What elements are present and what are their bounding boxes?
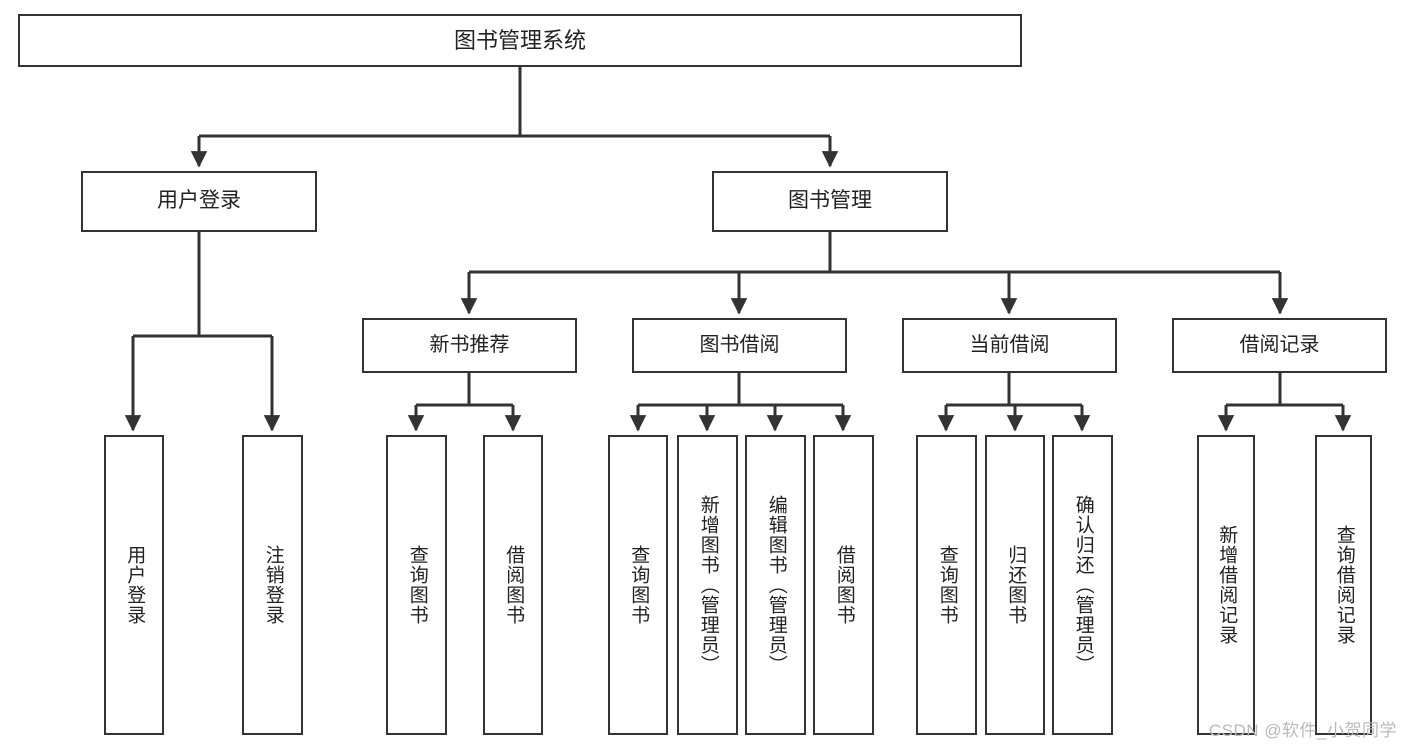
leaf-borrow-query-book-label: 查询图书 <box>628 545 650 625</box>
leaf-borrow-book-label: 借阅图书 <box>833 545 855 625</box>
leaf-user-login-label: 用户登录 <box>124 545 146 625</box>
node-book-management-label: 图书管理 <box>788 189 872 213</box>
leaf-add-borrow-record[interactable]: 新增借阅记录 <box>1197 435 1255 735</box>
leaf-return-book[interactable]: 归还图书 <box>985 435 1045 735</box>
node-book-management[interactable]: 图书管理 <box>712 171 948 232</box>
node-root-label: 图书管理系统 <box>453 27 586 53</box>
leaf-current-query-book[interactable]: 查询图书 <box>916 435 977 735</box>
node-current-borrow[interactable]: 当前借阅 <box>902 318 1117 373</box>
leaf-borrow-query-book[interactable]: 查询图书 <box>608 435 668 735</box>
leaf-return-book-label: 归还图书 <box>1005 545 1027 625</box>
leaf-confirm-return-admin[interactable]: 确认归还（管理员） <box>1052 435 1113 735</box>
node-user-login-label: 用户登录 <box>157 189 241 213</box>
leaf-logout[interactable]: 注销登录 <box>242 435 303 735</box>
leaf-confirm-return-admin-label: 确认归还（管理员） <box>1072 495 1094 675</box>
node-current-borrow-label: 当前借阅 <box>969 333 1050 356</box>
node-book-borrow[interactable]: 图书借阅 <box>632 318 847 373</box>
leaf-edit-book-admin-label: 编辑图书（管理员） <box>765 495 787 675</box>
leaf-current-query-book-label: 查询图书 <box>936 545 958 625</box>
leaf-query-borrow-record[interactable]: 查询借阅记录 <box>1315 435 1372 735</box>
leaf-add-book-admin[interactable]: 新增图书（管理员） <box>677 435 738 735</box>
leaf-user-login[interactable]: 用户登录 <box>104 435 164 735</box>
watermark: CSDN @软件_小贺同学 <box>1208 721 1397 740</box>
node-borrow-record-label: 借阅记录 <box>1239 333 1320 356</box>
leaf-recommend-borrow-book[interactable]: 借阅图书 <box>483 435 543 735</box>
leaf-add-book-admin-label: 新增图书（管理员） <box>697 495 719 675</box>
leaf-logout-label: 注销登录 <box>262 545 284 625</box>
node-new-book-recommend-label: 新书推荐 <box>429 333 510 356</box>
leaf-edit-book-admin[interactable]: 编辑图书（管理员） <box>745 435 806 735</box>
node-book-borrow-label: 图书借阅 <box>699 333 780 356</box>
leaf-query-borrow-record-label: 查询借阅记录 <box>1333 525 1355 645</box>
leaf-recommend-query-book[interactable]: 查询图书 <box>386 435 447 735</box>
leaf-recommend-borrow-book-label: 借阅图书 <box>503 545 525 625</box>
node-new-book-recommend[interactable]: 新书推荐 <box>362 318 577 373</box>
node-root[interactable]: 图书管理系统 <box>18 14 1022 67</box>
node-user-login[interactable]: 用户登录 <box>81 171 317 232</box>
leaf-recommend-query-book-label: 查询图书 <box>406 545 428 625</box>
leaf-add-borrow-record-label: 新增借阅记录 <box>1216 525 1238 645</box>
leaf-borrow-book[interactable]: 借阅图书 <box>813 435 874 735</box>
node-borrow-record[interactable]: 借阅记录 <box>1172 318 1387 373</box>
